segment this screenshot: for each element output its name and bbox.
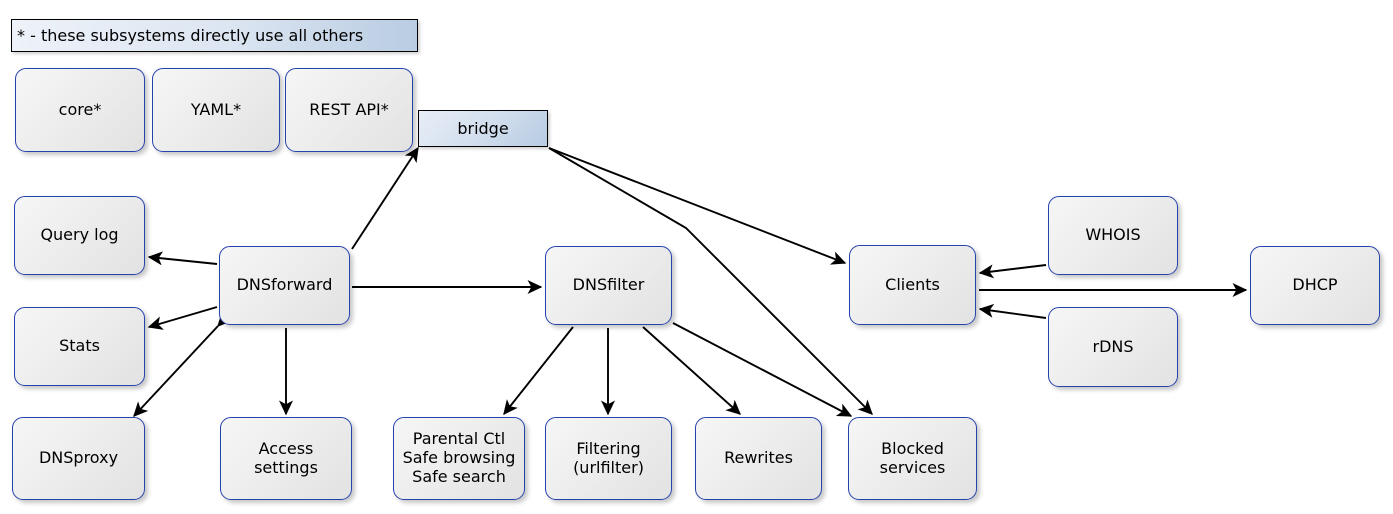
node-label-access: Access settings bbox=[254, 438, 318, 477]
node-yaml[interactable]: YAML* bbox=[152, 68, 280, 152]
node-access[interactable]: Access settings bbox=[220, 417, 352, 500]
node-parental[interactable]: Parental Ctl Safe browsing Safe search bbox=[393, 417, 525, 500]
node-bridge[interactable]: bridge bbox=[418, 110, 548, 147]
node-label-dnsforward: DNSforward bbox=[236, 275, 333, 295]
node-restapi[interactable]: REST API* bbox=[285, 68, 413, 152]
node-label-querylog: Query log bbox=[40, 225, 119, 245]
legend-text: * - these subsystems directly use all ot… bbox=[17, 26, 364, 45]
edge-dnsforward-dnsproxy bbox=[133, 311, 233, 417]
node-label-clients: Clients bbox=[885, 274, 940, 294]
node-filtering[interactable]: Filtering (urlfilter) bbox=[545, 417, 672, 500]
node-rdns[interactable]: rDNS bbox=[1048, 307, 1178, 387]
node-label-whois: WHOIS bbox=[1085, 225, 1141, 245]
node-whois[interactable]: WHOIS bbox=[1048, 196, 1178, 275]
node-clients[interactable]: Clients bbox=[849, 245, 976, 325]
node-label-stats: Stats bbox=[59, 336, 100, 356]
node-label-filtering: Filtering (urlfilter) bbox=[573, 438, 644, 477]
edge-dnsforward-bridge bbox=[351, 146, 419, 250]
node-label-rewrites: Rewrites bbox=[724, 448, 793, 468]
edge-dnsfilter-parental bbox=[503, 326, 574, 416]
node-label-dnsproxy: DNSproxy bbox=[38, 448, 119, 468]
node-label-dhcp: DHCP bbox=[1292, 275, 1338, 295]
edge-dnsforward-stats bbox=[147, 306, 218, 330]
node-dnsproxy[interactable]: DNSproxy bbox=[12, 417, 145, 500]
node-dhcp[interactable]: DHCP bbox=[1250, 246, 1380, 325]
node-label-dnsfilter: DNSfilter bbox=[572, 275, 645, 295]
node-label-core: core* bbox=[58, 99, 102, 119]
node-label-blocked: Blocked services bbox=[879, 438, 946, 477]
node-label-rdns: rDNS bbox=[1092, 336, 1134, 356]
node-label-parental: Parental Ctl Safe browsing Safe search bbox=[402, 429, 516, 486]
edge-whois-clients bbox=[978, 264, 1047, 279]
node-dnsfilter[interactable]: DNSfilter bbox=[545, 246, 672, 325]
node-blocked[interactable]: Blocked services bbox=[848, 417, 977, 500]
node-label-bridge: bridge bbox=[457, 119, 509, 138]
node-label-restapi: REST API* bbox=[309, 99, 389, 119]
node-stats[interactable]: Stats bbox=[14, 307, 145, 386]
edge-rdns-clients bbox=[978, 303, 1047, 319]
edge-dnsfilter-blocked bbox=[672, 322, 853, 417]
node-querylog[interactable]: Query log bbox=[14, 196, 145, 275]
node-dnsforward[interactable]: DNSforward bbox=[219, 246, 350, 325]
edge-dnsfilter-rewrites bbox=[642, 326, 742, 415]
node-rewrites[interactable]: Rewrites bbox=[695, 417, 822, 500]
edge-dnsforward-querylog bbox=[147, 251, 218, 266]
node-label-yaml: YAML* bbox=[190, 99, 242, 119]
legend-note: * - these subsystems directly use all ot… bbox=[11, 19, 418, 52]
node-core[interactable]: core* bbox=[15, 68, 145, 152]
